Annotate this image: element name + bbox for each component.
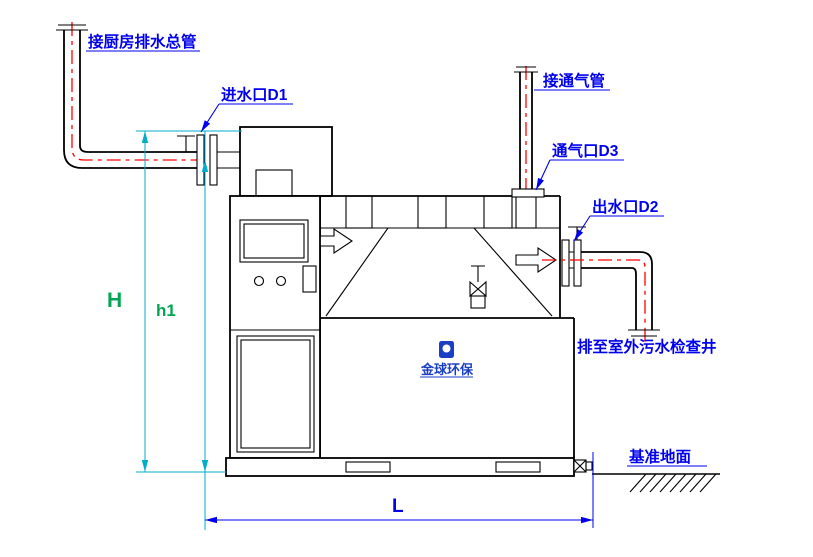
equipment-base bbox=[225, 457, 575, 477]
leader-outlet bbox=[573, 215, 591, 242]
outlet-flange bbox=[561, 226, 586, 287]
valve-base bbox=[470, 295, 486, 309]
label-discharge: 排至室外污水检查井 bbox=[577, 337, 717, 356]
pipe-end-cap bbox=[56, 24, 88, 31]
cabinet-side-switch bbox=[302, 265, 317, 293]
cabinet-door-inner bbox=[240, 339, 311, 449]
dim-label-h1: h1 bbox=[156, 301, 176, 320]
tank-top-fitting bbox=[345, 195, 373, 229]
label-ground: 基准地面 bbox=[628, 447, 691, 466]
annotations: 接厨房排水总管 进水口D1 接通气管 通气口D3 出水口D2 排至室外污水检查井… bbox=[86, 32, 717, 517]
vent-flange bbox=[511, 188, 545, 198]
cabinet-body bbox=[229, 195, 321, 459]
label-kitchen-main: 接厨房排水总管 bbox=[88, 32, 197, 51]
pipe-wall-outer bbox=[63, 30, 205, 169]
brand-name: 金球环保 bbox=[420, 362, 474, 377]
outlet-end-cap bbox=[628, 329, 660, 337]
indicator-light bbox=[275, 275, 287, 287]
inlet-flange-plate bbox=[196, 134, 205, 186]
drain-valve-cross-icon bbox=[573, 459, 587, 473]
inlet-flange-plate bbox=[209, 134, 218, 186]
flow-arrow-outlet bbox=[515, 246, 557, 274]
tank-shell bbox=[317, 195, 575, 458]
base-frame bbox=[225, 457, 575, 477]
cabinet-door bbox=[236, 335, 315, 453]
hopper-slant-lines bbox=[325, 227, 553, 317]
control-screen bbox=[239, 219, 309, 263]
ground-hatch bbox=[629, 473, 717, 493]
outlet-wall-outer bbox=[581, 251, 653, 330]
outlet-pipe bbox=[542, 251, 660, 344]
kitchen-drain-pipe bbox=[56, 22, 212, 169]
vent-end-cap bbox=[514, 66, 538, 73]
main-tank bbox=[317, 195, 575, 458]
brand-logo: 金球环保 bbox=[420, 341, 474, 378]
inlet-chamber-body bbox=[239, 126, 333, 197]
label-vent-port-d3: 通气口D3 bbox=[552, 141, 619, 160]
control-screen-inner bbox=[243, 223, 305, 259]
drain-valve-cap bbox=[585, 461, 593, 471]
control-cabinet bbox=[229, 195, 321, 459]
label-outlet-d2: 出水口D2 bbox=[592, 197, 658, 216]
ground bbox=[592, 473, 720, 493]
valve-body-icon bbox=[469, 280, 487, 298]
indicator-light bbox=[253, 275, 265, 287]
outlet-flange-gap bbox=[569, 251, 574, 269]
vent-pipe-walls bbox=[519, 72, 533, 190]
outlet-flange-plate bbox=[561, 239, 570, 287]
inlet-chamber bbox=[239, 126, 333, 197]
pipe-centerline bbox=[71, 22, 212, 161]
label-vent-pipe: 接通气管 bbox=[543, 71, 605, 90]
outlet-flange-plate bbox=[573, 239, 582, 287]
inlet-valve-handle-icon bbox=[177, 135, 195, 152]
vent-pipe bbox=[511, 66, 545, 198]
label-inlet-d1: 进水口D1 bbox=[221, 85, 288, 104]
dimension-L bbox=[205, 452, 594, 528]
dimension-H bbox=[136, 130, 242, 473]
base-slot bbox=[345, 461, 391, 473]
outlet-wall-inner bbox=[581, 267, 637, 330]
pipe-wall-inner bbox=[79, 30, 205, 153]
leader-vent-port bbox=[535, 159, 551, 191]
valve-stem bbox=[471, 265, 485, 282]
inlet-valve-flange bbox=[177, 134, 240, 186]
tank-top-fitting bbox=[483, 195, 513, 229]
outlet-valve-handle-icon bbox=[568, 226, 586, 240]
outlet-centerline bbox=[542, 259, 646, 344]
inlet-stub-pipe bbox=[217, 151, 240, 169]
flow-arrow-icon bbox=[515, 246, 557, 274]
vent-port-socket bbox=[515, 195, 537, 229]
leader-inlet bbox=[200, 103, 220, 133]
dim-label-L: L bbox=[392, 496, 404, 517]
drain-valve bbox=[573, 459, 593, 473]
base-slot bbox=[495, 461, 541, 473]
dim-label-H: H bbox=[107, 289, 122, 312]
brand-logo-icon-dot bbox=[442, 344, 451, 353]
internal-valve bbox=[469, 265, 487, 309]
tank-top-fitting bbox=[417, 195, 447, 229]
